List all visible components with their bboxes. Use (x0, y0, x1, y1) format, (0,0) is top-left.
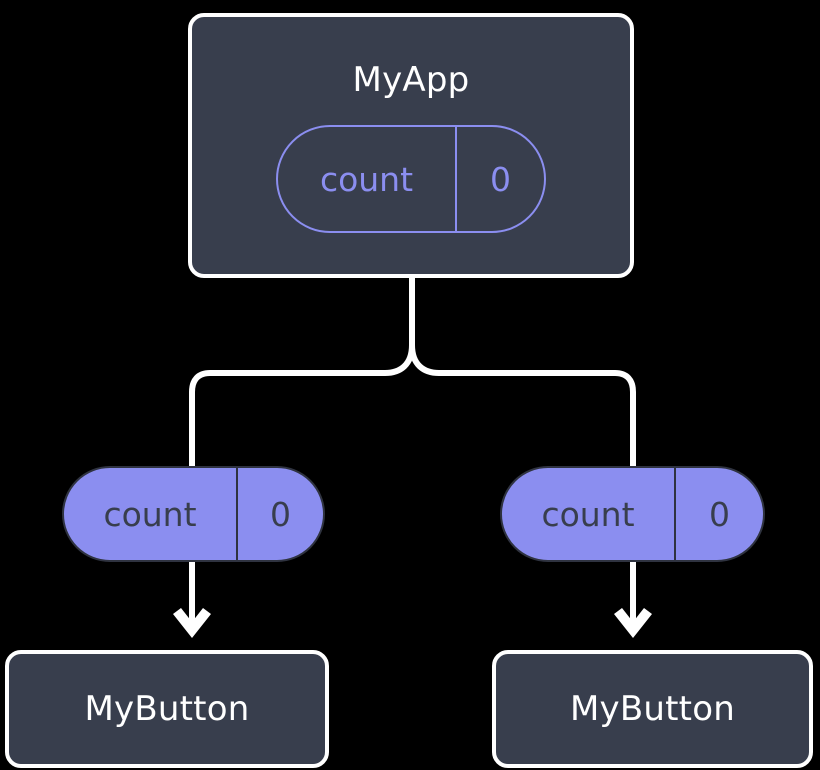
prop-pill-value: 0 (674, 468, 763, 560)
prop-pill-key: count (541, 494, 635, 534)
component-node-mybutton-right[interactable]: MyButton (492, 650, 813, 768)
prop-pill-left[interactable]: count 0 (62, 466, 325, 562)
state-pill-myapp[interactable]: count 0 (276, 125, 546, 233)
arrow-left-to-mybutton (173, 558, 211, 638)
arrow-right-to-mybutton (614, 558, 652, 638)
prop-pill-key: count (103, 494, 197, 534)
edge-fork-left (189, 344, 415, 470)
component-title-mybutton: MyButton (84, 689, 250, 729)
component-node-mybutton-left[interactable]: MyButton (5, 650, 329, 768)
state-pill-key: count (319, 159, 414, 199)
component-title-myapp: MyApp (352, 60, 470, 100)
prop-pill-value: 0 (236, 468, 323, 560)
component-title-mybutton: MyButton (570, 689, 735, 729)
prop-pill-right[interactable]: count 0 (500, 466, 765, 562)
edge-fork-right (409, 344, 636, 470)
state-pill-value: 0 (455, 127, 544, 231)
